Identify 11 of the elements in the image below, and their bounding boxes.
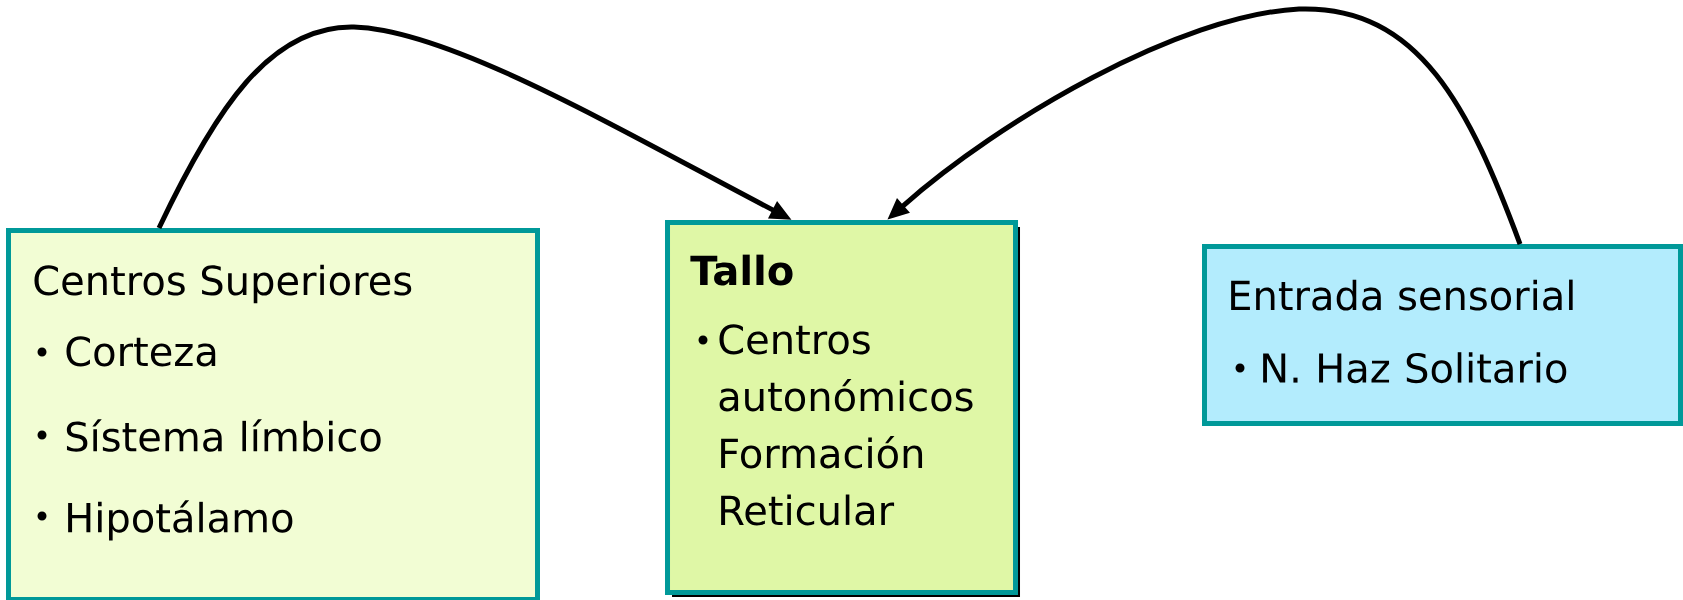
box-heading: Tallo — [690, 254, 793, 286]
text-box — [6, 228, 540, 600]
bullet-item: Hipotálamo — [68, 500, 293, 541]
text-box — [1202, 244, 1683, 426]
box-heading: Centros Superiores — [34, 264, 412, 304]
box-heading: Entrada sensorial — [1231, 279, 1573, 311]
text-box — [665, 220, 1020, 597]
bullet-item: Corteza — [66, 336, 216, 367]
bullet-item: Centros autonómicos Formación Reticular — [719, 324, 973, 526]
bullet-item: N. Haz Solitario — [1263, 352, 1567, 384]
bullet-item: Sístema límbico — [66, 419, 381, 452]
